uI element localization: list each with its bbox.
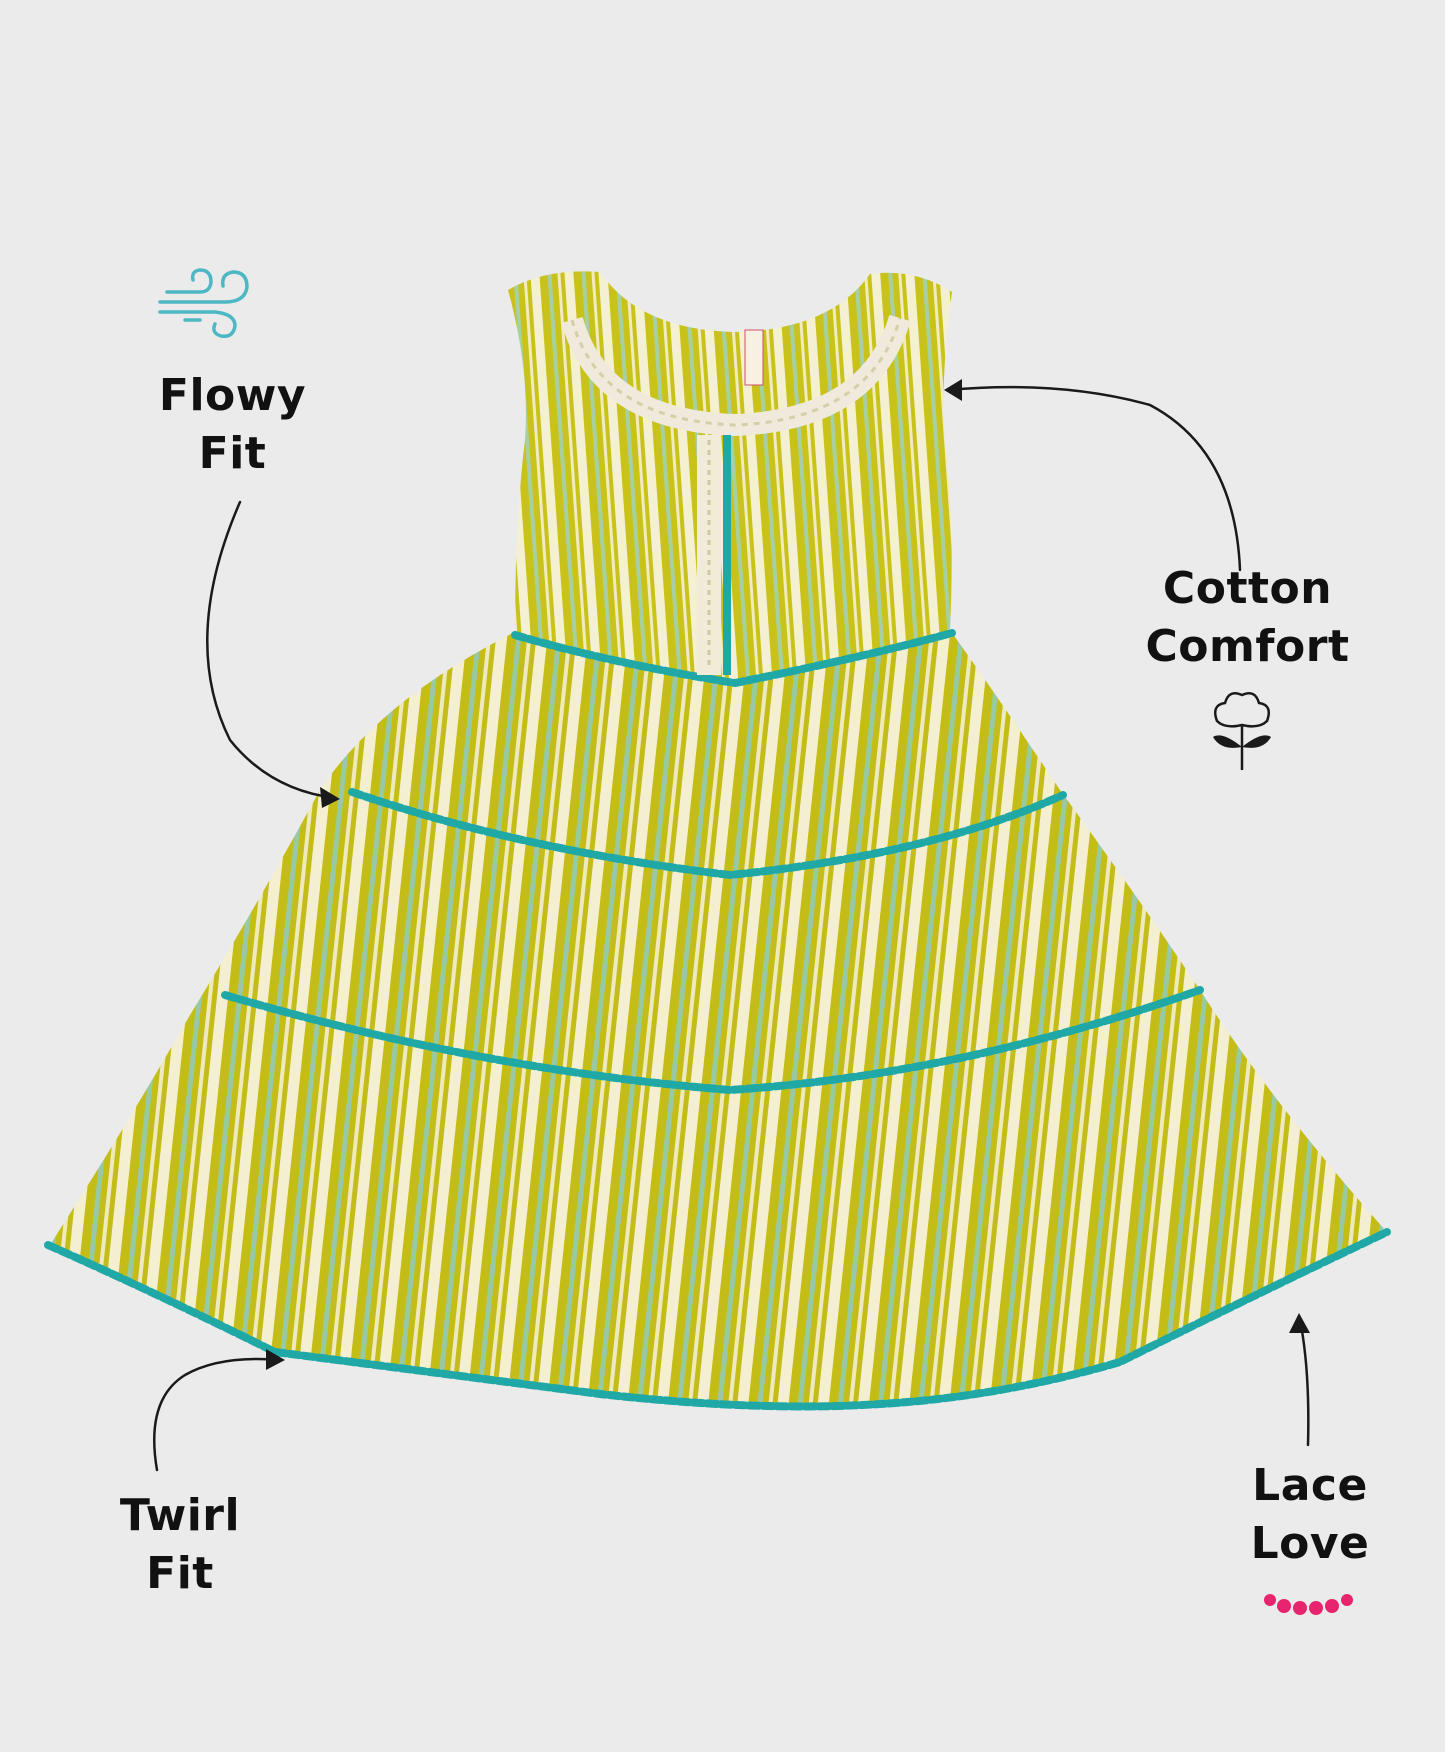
- dress-skirt: [50, 630, 1385, 1405]
- arrow-flowy-fit: [206, 500, 337, 800]
- ric-rac-trim: [44, 629, 1391, 1411]
- lace-line2: Love: [1250, 1518, 1370, 1569]
- lace-trim-icon: [1264, 1594, 1353, 1615]
- twirl-line1: Twirl: [119, 1490, 241, 1541]
- cotton-flower-icon: [1213, 692, 1271, 770]
- arrow-lace-love: [1298, 1318, 1310, 1447]
- arrow-twirl-fit: [153, 1357, 282, 1472]
- flowy-line2: Fit: [198, 428, 267, 479]
- brand-tag: [744, 329, 764, 386]
- feature-label-twirl-fit: Twirl Fit: [100, 1487, 260, 1603]
- cotton-line2: Comfort: [1145, 621, 1350, 672]
- twirl-line2: Fit: [146, 1548, 214, 1599]
- flowy-line1: Flowy: [158, 370, 307, 421]
- wind-icon: [158, 268, 249, 339]
- feature-label-flowy-fit: Flowy Fit: [140, 367, 325, 483]
- lace-line1: Lace: [1252, 1460, 1368, 1511]
- feature-label-lace-love: Lace Love: [1230, 1457, 1390, 1573]
- feature-label-cotton-comfort: Cotton Comfort: [1140, 560, 1355, 676]
- arrow-cotton-comfort: [946, 385, 1242, 572]
- cotton-line1: Cotton: [1162, 563, 1333, 614]
